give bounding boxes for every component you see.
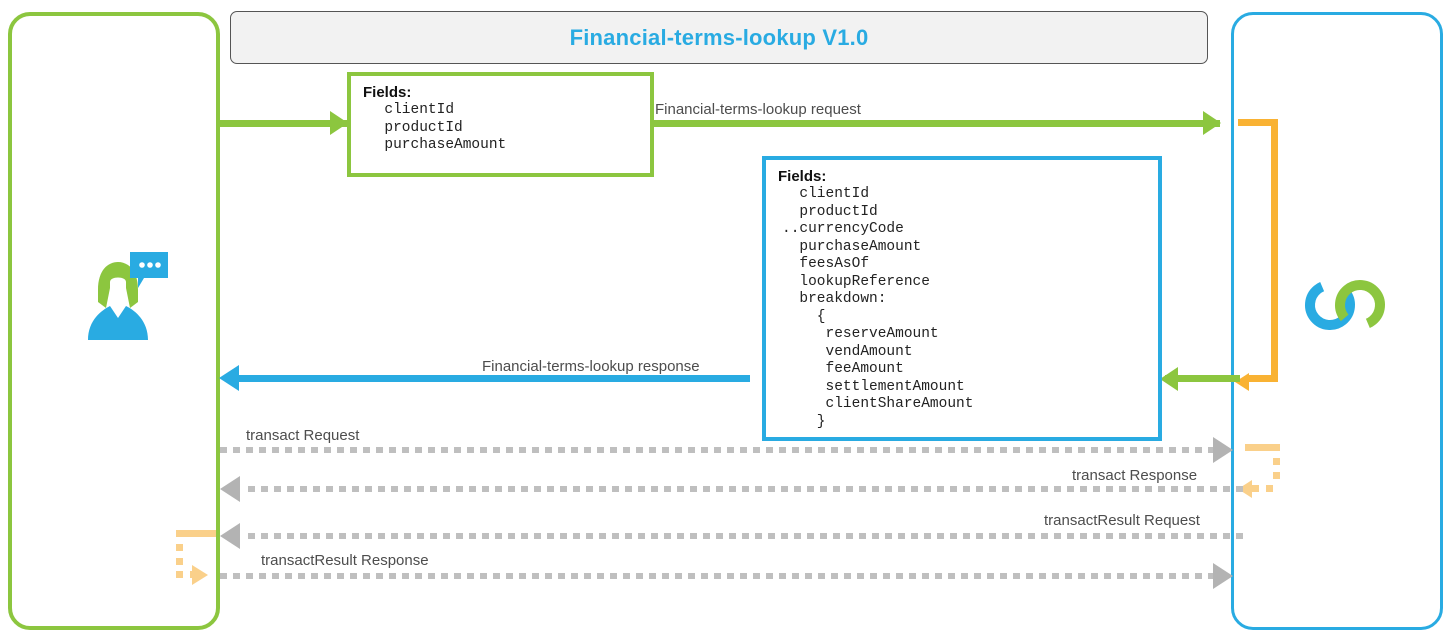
lookup-request-line-right	[650, 120, 1220, 127]
lookup-response-arrowhead	[219, 365, 239, 391]
transactresult-request-line	[248, 533, 1243, 539]
lookup-response-label: Financial-terms-lookup response	[482, 358, 700, 375]
transactresult-hook-bottom	[176, 571, 198, 578]
transact-response-line	[248, 486, 1243, 492]
response-fields-box: Fields: clientId productId ..currencyCod…	[762, 156, 1162, 441]
request-fields-list: clientId productId purchaseAmount	[384, 102, 507, 153]
transact-response-label: transact Response	[1072, 467, 1198, 484]
lookup-request-label: Financial-terms-lookup request	[655, 101, 861, 118]
transact-request-arrowhead	[1213, 437, 1233, 463]
transact-response-arrowhead	[220, 476, 240, 502]
page-title: Financial-terms-lookup V1.0	[569, 24, 869, 50]
transact-hook-arrowhead	[1238, 480, 1252, 498]
response-fields-list: clientId productId ..currencyCode purcha…	[782, 186, 974, 430]
service-loop-side	[1271, 119, 1278, 379]
lookup-request-line-left	[218, 120, 358, 127]
transactresult-hook-side	[176, 530, 183, 572]
request-fields-title: Fields:	[363, 84, 412, 101]
interlocking-rings-logo	[1300, 272, 1392, 338]
transact-hook-top	[1245, 444, 1280, 451]
transactresult-request-arrowhead	[220, 523, 240, 549]
transact-hook-side	[1273, 444, 1280, 486]
response-fields-title: Fields:	[778, 168, 827, 185]
transact-request-line	[220, 447, 1220, 453]
lookup-response-green-stub	[1165, 375, 1240, 382]
lookup-request-arrowhead	[1203, 111, 1221, 135]
transact-request-label: transact Request	[246, 427, 360, 444]
transactresult-response-label: transactResult Response	[261, 552, 429, 569]
transactresult-hook-top	[176, 530, 216, 537]
service-loop-bottom	[1248, 375, 1278, 382]
service-loop-top	[1238, 119, 1278, 126]
transactresult-hook-arrowhead	[192, 565, 208, 585]
request-fields-box: Fields: clientId productId purchaseAmoun…	[347, 72, 654, 177]
transactresult-response-arrowhead	[1213, 563, 1233, 589]
transactresult-request-label: transactResult Request	[1044, 512, 1200, 529]
lookup-response-line	[238, 375, 750, 382]
user-with-chat-bubble-icon	[68, 248, 172, 340]
lookup-response-green-arrowhead	[1160, 367, 1178, 391]
diagram-title-bar: Financial-terms-lookup V1.0	[230, 11, 1208, 64]
transact-hook-bottom	[1252, 485, 1280, 492]
transactresult-response-line	[220, 573, 1220, 579]
lookup-request-arrowhead-left	[330, 111, 348, 135]
